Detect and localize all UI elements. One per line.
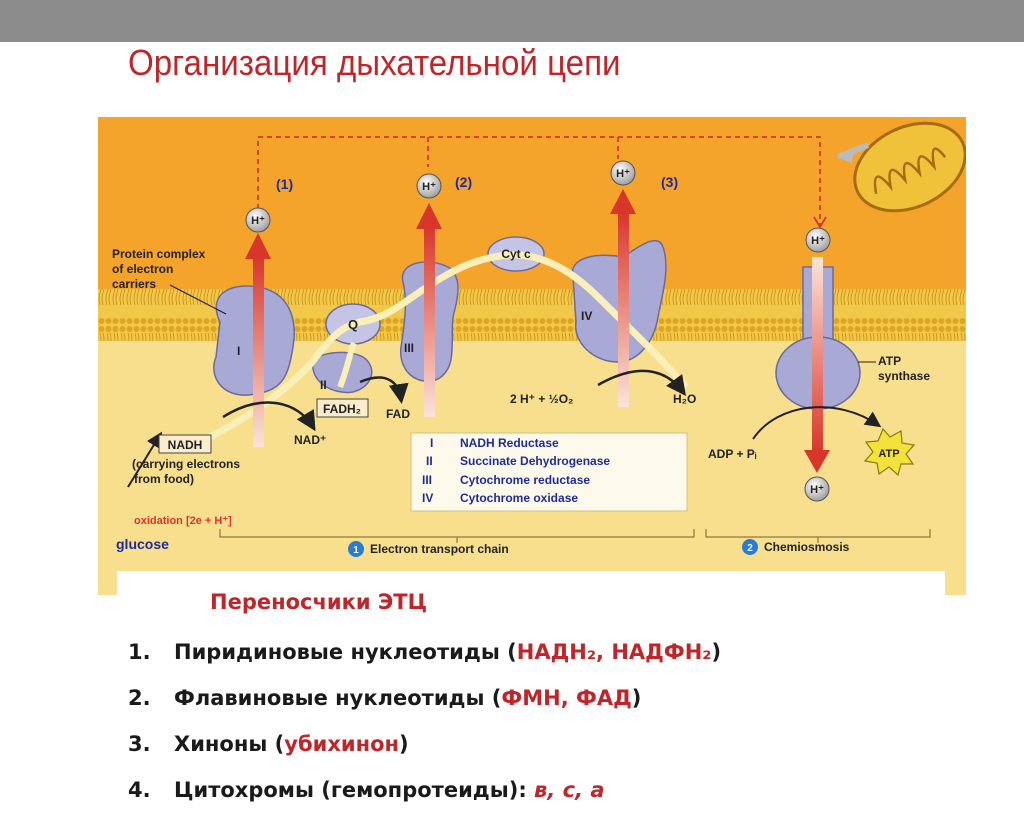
top-bar [0,0,1024,42]
oxidation-label: oxidation [2e + H⁺] [134,515,232,527]
proton-arrow-1 [245,233,271,447]
legend-box [410,432,688,512]
fad-label: FAD [386,407,410,421]
cyt-c-label: Cyt c [501,247,531,261]
list-item: 1. Пиридиновые нуклеотиды (НАДН₂, НАДФН₂) [128,640,721,686]
list-number: 3. [128,732,151,756]
complex-i-label: I [237,344,240,358]
respiratory-chain-diagram: H⁺ H⁺ H⁺ H⁺ H⁺ (1) (2) (3) Protein compl… [98,117,966,595]
nadh-reaction-arrow [222,401,316,432]
item-text: Пиридиновые нуклеотиды [174,640,500,664]
electron-path [208,251,689,441]
item-open: (гемопротеиды): [313,778,535,802]
fadh2-reaction-arrow [359,376,409,404]
h-plus-ball [804,476,830,502]
carrying-label: (carrying electrons [132,457,240,471]
legend-num: IV [422,491,433,505]
slide-title: Организация дыхательной цепи [128,42,621,83]
chemiosmosis-label: Chemiosmosis [764,540,850,554]
item-open: ( [267,732,285,756]
atp-synthase-label: synthase [878,369,930,383]
carrier-list: 1.Пиридиновые нуклеотиды (НАДН₂, НАДФН₂)… [128,640,721,824]
h-plus-label: H⁺ [251,215,265,227]
carriers-panel [117,571,945,827]
list-number: 2. [128,686,151,710]
carrying-label: from food) [134,472,194,486]
list-item: 3. Хиноны (убихинон) [128,732,721,778]
legend-num: III [422,473,432,487]
intermembrane-space [98,117,966,297]
list-item: 4. Цитохромы (гемопротеиды): в, с, а [128,778,721,824]
proton-path [257,136,821,225]
etc-number-badge [348,541,364,557]
list-number: 4. [128,778,151,802]
h-plus-label: H⁺ [811,235,825,247]
step-label-1: (1) [276,176,293,192]
nad-plus-label: NAD⁺ [294,433,326,447]
etc-number: 1 [353,545,359,556]
proton-arrow-3 [610,189,636,407]
adp-pi-label: ADP + Pᵢ [708,447,757,461]
item-close: ) [711,640,722,664]
oxygen-reaction-label: 2 H⁺ + ½O₂ [510,392,573,406]
complex-iii-label: III [404,341,414,355]
item-text: Цитохромы [174,778,314,802]
proton-arrow-2 [416,203,442,417]
item-highlight: ФМН, ФАД [501,686,632,710]
atp-starburst [863,427,916,477]
atp-label: ATP [878,448,899,460]
legend-text: Succinate Dehydrogenase [460,454,610,468]
atp-synthase-label: ATP [878,354,901,368]
nadh-label: NADH [168,438,203,452]
chemiosmosis-bracket [705,529,931,543]
chemiosmosis-number-badge [742,539,758,555]
mitochondrion-icon [836,121,966,213]
item-highlight: в, с, а [534,778,605,802]
complex-ii-label: II [320,378,327,392]
item-highlight: НАДН₂, НАДФН₂ [516,640,712,664]
list-item: 2. Флавиновые нуклеотиды (ФМН, ФАД) [128,686,721,732]
h-plus-ball [610,160,636,186]
glucose-label: glucose [116,536,169,552]
h-plus-ball [245,207,271,233]
item-text: Флавиновые нуклеотиды [174,686,485,710]
legend-text: NADH Reductase [460,436,559,450]
item-open: ( [484,686,502,710]
item-text: Хиноны [174,732,268,756]
protein-complex-label: Protein complex [112,247,206,261]
protein-complex-label: carriers [112,277,156,291]
atp-reaction-arrow [752,406,882,440]
h-plus-ball [805,227,831,253]
protein-complex-label: of electron [112,262,173,276]
item-close: ) [399,732,409,756]
item-open: ( [499,640,517,664]
fadh2-label: FADH₂ [323,402,361,416]
h-plus-label: H⁺ [616,168,630,180]
item-highlight: убихинон [284,732,400,756]
legend-text: Cytochrome oxidase [460,491,578,505]
complex-iv-label: IV [581,309,592,323]
water-label: H₂O [673,392,696,406]
step-label-2: (2) [455,174,472,190]
legend-num: I [430,436,433,450]
q-label: Q [348,317,358,332]
legend-text: Cytochrome reductase [460,473,590,487]
oxygen-reaction-arrow [597,369,686,397]
etc-label: Electron transport chain [370,542,509,556]
etc-bracket [219,529,695,543]
step-label-3: (3) [661,174,678,190]
carriers-heading: Переносчики ЭТЦ [210,590,428,614]
chemiosmosis-number: 2 [747,543,753,554]
proton-arrow-synthase [804,257,830,473]
h-plus-label: H⁺ [422,181,436,193]
list-number: 1. [128,640,151,664]
h-plus-label: H⁺ [810,484,824,496]
h-plus-ball [416,173,442,199]
item-close: ) [631,686,642,710]
legend-num: II [426,454,433,468]
